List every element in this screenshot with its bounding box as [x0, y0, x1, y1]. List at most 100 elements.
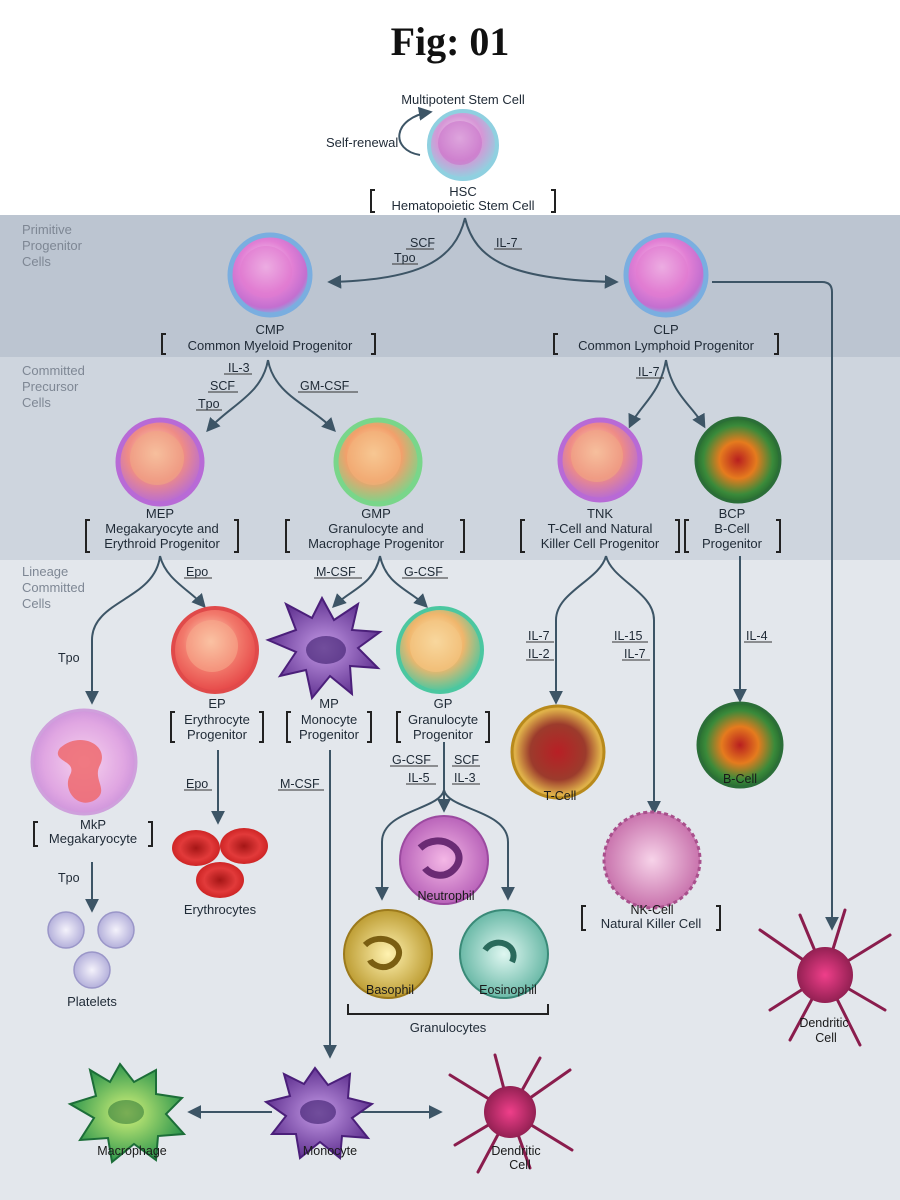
factor-cmp-gmcsf: GM-CSF — [300, 379, 350, 393]
label-erythrocytes: Erythrocytes — [184, 902, 257, 917]
label-mep-full-2: Erythroid Progenitor — [104, 536, 220, 551]
label-gmp-full-2: Macrophage Progenitor — [308, 536, 445, 551]
mp-cell — [265, 595, 383, 701]
gmp-cell — [333, 417, 423, 507]
label-granulocytes: Granulocytes — [410, 1020, 487, 1035]
label-bcp-full-1: B-Cell — [714, 521, 750, 536]
factor-cmp-scf: SCF — [210, 379, 235, 393]
label-gp-abbr: GP — [434, 696, 453, 711]
label-bcp-abbr: BCP — [719, 506, 746, 521]
factor-tnk-il15: IL-15 — [614, 629, 643, 643]
factor-tnk-il7b: IL-7 — [624, 647, 646, 661]
label-gp-full-1: Granulocyte — [408, 712, 478, 727]
label-cmp-abbr: CMP — [256, 322, 285, 337]
bcp-cell — [694, 416, 782, 504]
label-nk-abbr: NK-Cell — [630, 903, 673, 917]
label-dendritic-right-1: Dendritic — [799, 1016, 848, 1030]
neutrophil-cell — [399, 815, 489, 905]
label-multipotent: Multipotent Stem Cell — [401, 92, 525, 107]
tnk-cell — [557, 417, 643, 503]
label-dendritic-bottom-1: Dendritic — [491, 1144, 540, 1158]
gp-cell — [396, 606, 484, 694]
label-mp-full-2: Progenitor — [299, 727, 360, 742]
label-self-renewal: Self-renewal — [326, 135, 398, 150]
label-hsc-abbr: HSC — [449, 184, 476, 199]
band-label-lineage-1: Lineage — [22, 564, 68, 579]
label-dendritic-right-2: Cell — [815, 1031, 837, 1045]
label-ep-full-2: Progenitor — [187, 727, 248, 742]
label-gmp-full-1: Granulocyte and — [328, 521, 423, 536]
monocyte-cell — [263, 1066, 375, 1160]
platelets-cells — [47, 911, 135, 989]
factor-hsc-tpo: Tpo — [394, 251, 416, 265]
erythrocytes-cells — [172, 828, 268, 898]
band-label-committed-1: Committed — [22, 363, 85, 378]
band-label-committed-2: Precursor — [22, 379, 79, 394]
hematopoiesis-diagram: Primitive Progenitor Cells Committed Pre… — [0, 92, 900, 1200]
band-label-primitive-3: Cells — [22, 254, 51, 269]
b-cell — [696, 701, 784, 789]
t-cell — [510, 704, 606, 800]
factor-cmp-tpo: Tpo — [198, 397, 220, 411]
label-gmp-abbr: GMP — [361, 506, 391, 521]
factor-gp-scf: SCF — [454, 753, 479, 767]
macrophage-cell — [67, 1062, 187, 1164]
band-primitive — [0, 215, 900, 357]
ep-cell — [171, 606, 259, 694]
factor-bcp-il4: IL-4 — [746, 629, 768, 643]
label-hsc-full: Hematopoietic Stem Cell — [391, 198, 534, 213]
label-tnk-full-2: Killer Cell Progenitor — [541, 536, 660, 551]
band-label-primitive-2: Progenitor — [22, 238, 83, 253]
factor-hsc-scf: SCF — [410, 236, 435, 250]
factor-mep-tpo: Tpo — [58, 651, 80, 665]
label-neutrophil: Neutrophil — [418, 889, 475, 903]
label-mp-full-1: Monocyte — [301, 712, 357, 727]
mkp-cell — [30, 708, 138, 816]
band-label-primitive-1: Primitive — [22, 222, 72, 237]
factor-clp-il7: IL-7 — [638, 365, 660, 379]
dendritic-cell-bottom — [448, 1053, 574, 1174]
mep-cell — [115, 417, 205, 507]
factor-hsc-il7: IL-7 — [496, 236, 518, 250]
label-mep-full-1: Megakaryocyte and — [105, 521, 218, 536]
eosinophil-cell — [459, 909, 549, 999]
factor-gp-il5: IL-5 — [408, 771, 430, 785]
cmp-cell — [227, 232, 313, 318]
factor-gmp-gcsf: G-CSF — [404, 565, 443, 579]
nk-cell — [602, 810, 702, 910]
band-label-lineage-3: Cells — [22, 596, 51, 611]
label-clp-abbr: CLP — [653, 322, 678, 337]
label-macrophage: Macrophage — [97, 1144, 167, 1158]
label-dendritic-bottom-2: Cell — [509, 1158, 531, 1172]
label-cmp-full: Common Myeloid Progenitor — [188, 338, 353, 353]
label-ep-abbr: EP — [208, 696, 225, 711]
dendritic-cell-right — [758, 908, 892, 1047]
label-monocyte: Monocyte — [303, 1144, 357, 1158]
factor-tnk-il7: IL-7 — [528, 629, 550, 643]
label-eosinophil: Eosinophil — [479, 983, 537, 997]
band-label-lineage-2: Committed — [22, 580, 85, 595]
label-tnk-abbr: TNK — [587, 506, 613, 521]
factor-gp-il3: IL-3 — [454, 771, 476, 785]
label-mp-abbr: MP — [319, 696, 339, 711]
arrows — [85, 106, 839, 1119]
hsc-cell — [427, 109, 499, 181]
factor-underlines — [184, 248, 772, 791]
label-ep-full-1: Erythrocyte — [184, 712, 250, 727]
label-gp-full-2: Progenitor — [413, 727, 474, 742]
label-clp-full: Common Lymphoid Progenitor — [578, 338, 754, 353]
label-platelets: Platelets — [67, 994, 117, 1009]
label-mep-abbr: MEP — [146, 506, 174, 521]
clp-cell — [623, 232, 709, 318]
label-bcp-full-2: Progenitor — [702, 536, 763, 551]
basophil-cell — [343, 909, 433, 999]
brackets — [33, 189, 781, 1015]
label-tnk-full-1: T-Cell and Natural — [548, 521, 653, 536]
label-mkp-full: Megakaryocyte — [49, 831, 137, 846]
factor-tnk-il2: IL-2 — [528, 647, 550, 661]
factor-ep-epo: Epo — [186, 777, 208, 791]
factor-cmp-il3: IL-3 — [228, 361, 250, 375]
factor-mkp-tpo: Tpo — [58, 871, 80, 885]
label-nk-full: Natural Killer Cell — [601, 916, 702, 931]
factor-mep-epo: Epo — [186, 565, 208, 579]
